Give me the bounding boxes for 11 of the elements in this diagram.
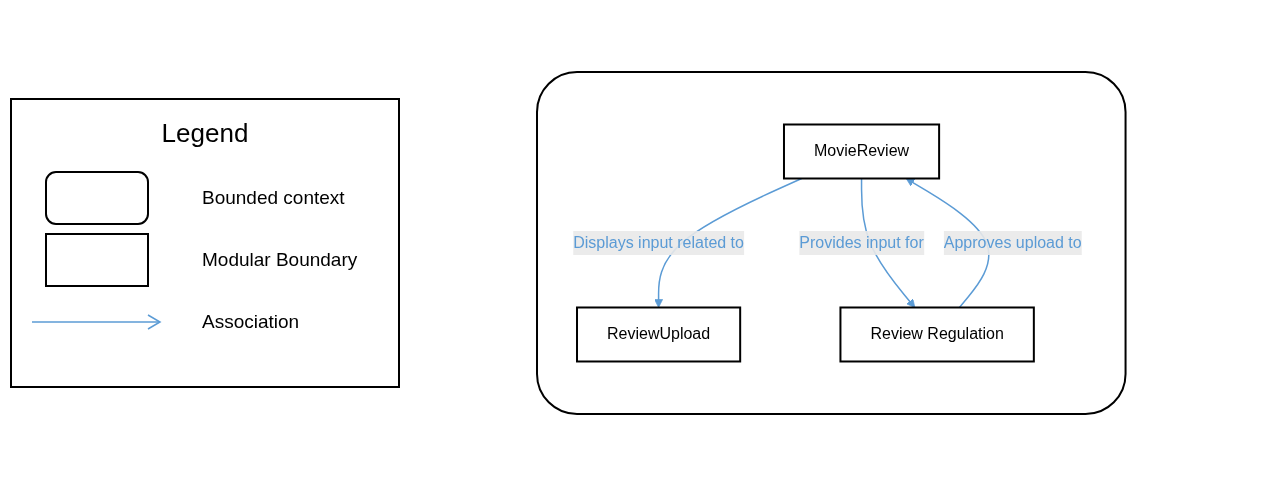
node-box: Review Regulation — [839, 306, 1036, 363]
edge-label: Provides input for — [799, 233, 925, 251]
node-box: ReviewUpload — [576, 306, 742, 363]
legend-text: Association — [202, 311, 300, 333]
edge-label: Displays input related to — [573, 233, 745, 251]
legend-text: Bounded context — [202, 187, 345, 209]
cluster — [536, 71, 1127, 415]
edge-label: Approves upload to — [944, 233, 1082, 251]
node-box: MovieReview — [783, 123, 941, 180]
legend-text: Modular Boundary — [202, 249, 358, 271]
legend-title: Legend — [160, 118, 250, 149]
